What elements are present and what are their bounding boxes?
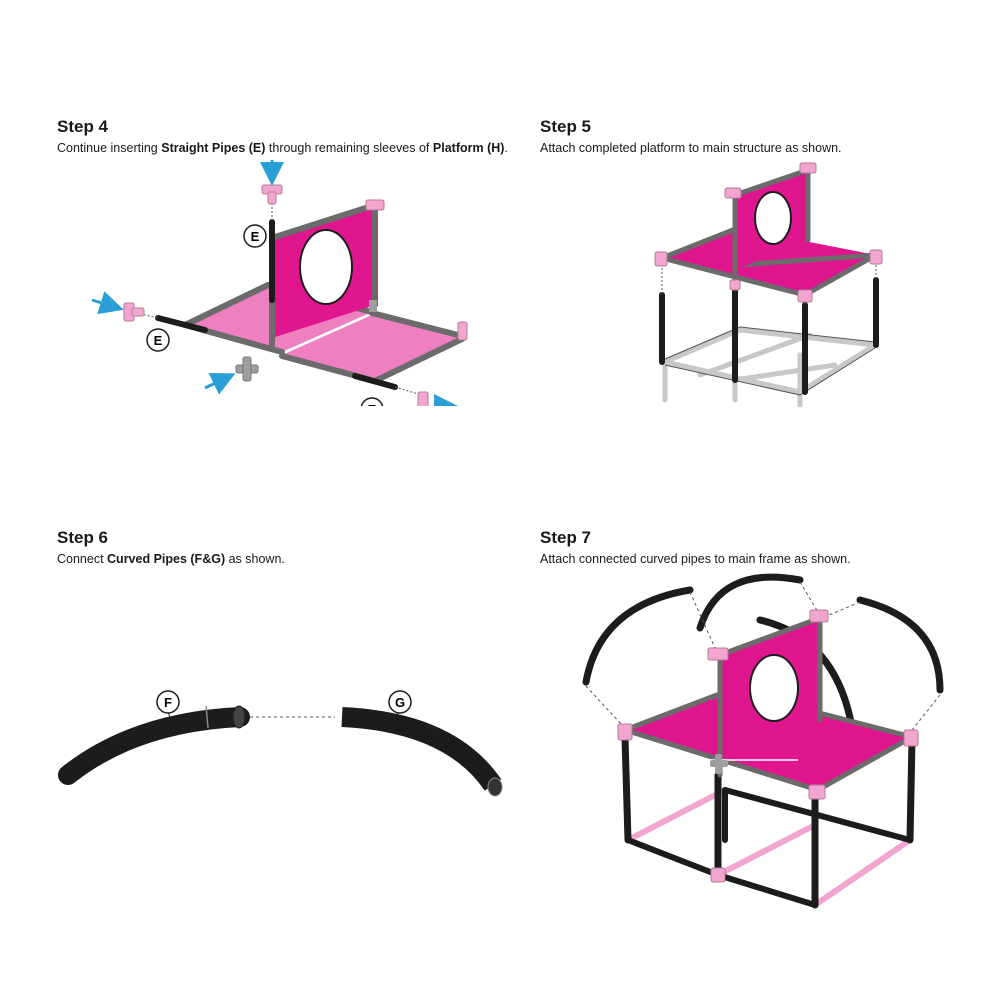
straight-pipe-e-right bbox=[352, 373, 398, 390]
step-4-illustration: E E E bbox=[40, 160, 510, 426]
step-4-description: Continue inserting Straight Pipes (E) th… bbox=[57, 141, 508, 155]
gray-joint bbox=[369, 300, 377, 312]
step-4-title: Step 4 bbox=[57, 117, 109, 136]
main-frame-posts bbox=[621, 734, 916, 909]
step-5-connectors bbox=[654, 162, 883, 303]
platform-floor-right bbox=[282, 315, 462, 380]
wall-edges bbox=[732, 167, 811, 283]
straight-pipe-e-left bbox=[155, 315, 208, 333]
wall-hole bbox=[749, 654, 799, 722]
wall-hole bbox=[299, 229, 353, 305]
step-7-illustration bbox=[582, 573, 944, 909]
wall-hole bbox=[754, 191, 792, 245]
svg-text:E: E bbox=[154, 333, 163, 348]
step-7-description: Attach connected curved pipes to main fr… bbox=[540, 552, 851, 566]
pipe-g-end bbox=[487, 777, 503, 797]
callout-g: G bbox=[388, 690, 412, 723]
step-5-text: Step 5 Attach completed platform to main… bbox=[540, 117, 960, 156]
callout-e-left: E bbox=[146, 328, 170, 352]
step-7-title: Step 7 bbox=[540, 528, 592, 547]
step-7-guides bbox=[585, 581, 941, 731]
pipe-f-sleeve-mark bbox=[205, 705, 209, 729]
cross-connector bbox=[235, 356, 259, 382]
vertical-posts bbox=[659, 277, 879, 395]
step-5-title: Step 5 bbox=[540, 117, 592, 136]
step-4-text: Step 4 Continue inserting Straight Pipes… bbox=[57, 117, 527, 156]
curved-pipe-g bbox=[341, 707, 502, 791]
curved-pipe-f bbox=[58, 707, 250, 785]
platform-floor bbox=[625, 690, 912, 790]
step-5-description: Attach completed platform to main struct… bbox=[540, 141, 842, 155]
svg-text:G: G bbox=[395, 695, 405, 710]
callout-e-top: E bbox=[243, 224, 267, 248]
step-6-text: Step 6 Connect Curved Pipes (F&G) as sho… bbox=[57, 528, 477, 567]
main-frame-base bbox=[625, 787, 913, 908]
step-5-illustration bbox=[640, 162, 940, 428]
callout-f: F bbox=[156, 690, 180, 723]
step-6-illustration: F G bbox=[58, 690, 503, 797]
svg-text:F: F bbox=[164, 695, 172, 710]
step-7-cross-joint bbox=[710, 754, 728, 774]
step-7-text: Step 7 Attach connected curved pipes to … bbox=[540, 528, 960, 567]
svg-text:E: E bbox=[251, 229, 260, 244]
step-6-description: Connect Curved Pipes (F&G) as shown. bbox=[57, 552, 285, 566]
pipe-f-end bbox=[232, 705, 246, 729]
step-6-title: Step 6 bbox=[57, 528, 109, 547]
step-7-connectors bbox=[617, 609, 919, 883]
